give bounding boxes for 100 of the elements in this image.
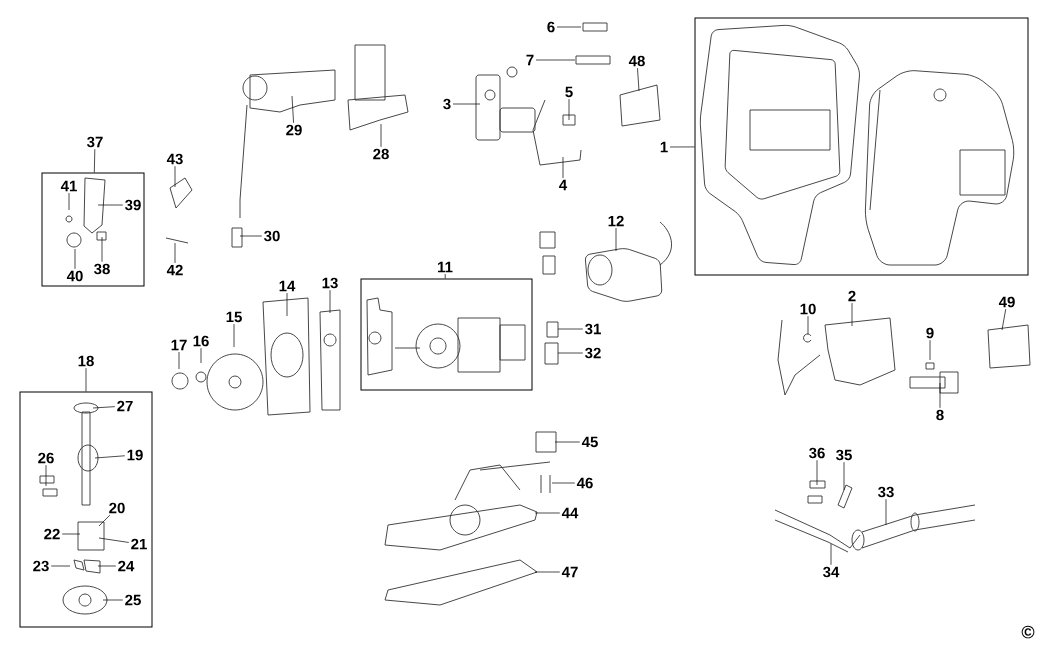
leader-line — [568, 98, 570, 121]
leader-line — [615, 227, 617, 252]
callout-number: 25 — [125, 594, 141, 606]
callout-number: 47 — [561, 566, 578, 578]
callout-number: 29 — [286, 124, 302, 136]
callout-number: 16 — [193, 335, 209, 347]
leader-line — [74, 248, 76, 270]
leader-line — [286, 292, 288, 317]
leader-line — [830, 543, 832, 566]
leader-line — [50, 565, 71, 567]
callout-number: 37 — [87, 136, 103, 148]
leader-line — [534, 512, 561, 514]
leader-line — [885, 498, 887, 526]
leader-line — [807, 315, 809, 335]
leader-line — [534, 571, 561, 573]
callout-number: 21 — [131, 538, 147, 550]
callout-number: 35 — [836, 449, 852, 461]
leader-line — [68, 192, 70, 211]
callout-number: 11 — [438, 261, 453, 273]
leader-line — [174, 165, 176, 188]
leader-line — [97, 204, 124, 206]
callout-number: 8 — [936, 409, 944, 421]
leader-line — [291, 95, 294, 124]
callout-number: 26 — [38, 452, 54, 464]
callout-number: 42 — [166, 264, 183, 276]
callout-number: 4 — [559, 179, 568, 191]
callout-number: 38 — [94, 263, 110, 275]
callout-number: 17 — [171, 339, 187, 351]
leader-line — [93, 148, 96, 173]
group-box — [694, 17, 1029, 276]
callout-number: 20 — [109, 502, 125, 514]
callout-number: 41 — [60, 180, 77, 192]
callout-number: 10 — [800, 303, 816, 315]
leader-line — [45, 464, 47, 487]
callout-number: 13 — [322, 277, 338, 289]
callout-number: 44 — [561, 507, 579, 519]
callout-number: 12 — [608, 215, 624, 227]
leader-line — [200, 347, 202, 364]
leader-line — [669, 146, 695, 148]
callout-number: 27 — [117, 400, 133, 412]
leader-line — [1001, 308, 1007, 331]
leader-line — [562, 156, 564, 179]
callout-number: 31 — [585, 323, 601, 335]
leader-line — [92, 406, 116, 409]
callout-number: 49 — [998, 296, 1015, 308]
callout-number: 48 — [628, 55, 645, 67]
callout-number: 34 — [823, 566, 840, 578]
leader-line — [939, 382, 941, 409]
callout-number: 24 — [118, 560, 135, 572]
leader-line — [551, 482, 576, 484]
leader-line — [239, 235, 263, 237]
copyright-mark: © — [1021, 625, 1035, 639]
callout-number: 22 — [44, 528, 60, 540]
callout-number: 30 — [264, 230, 280, 242]
leader-line — [233, 323, 235, 348]
callout-number: 45 — [581, 436, 598, 448]
callout-number: 32 — [585, 347, 601, 359]
leader-line — [557, 328, 584, 330]
callout-number: 28 — [373, 148, 389, 160]
group-box — [360, 278, 533, 391]
leader-line — [452, 103, 481, 105]
leader-line — [85, 367, 87, 392]
callout-number: 2 — [848, 290, 856, 302]
leader-line — [94, 455, 126, 459]
group-box — [19, 391, 153, 628]
leader-line — [535, 59, 576, 61]
group-box — [41, 172, 145, 287]
callout-number: 6 — [547, 21, 555, 33]
callout-number: 1 — [660, 141, 668, 153]
leader-line — [851, 302, 853, 327]
leader-line — [929, 339, 931, 361]
leader-line — [101, 236, 103, 263]
leader-line — [97, 565, 117, 567]
leader-line — [329, 289, 331, 314]
leader-line — [556, 26, 582, 28]
leader-line — [554, 441, 581, 443]
callout-number: 40 — [66, 270, 83, 282]
callout-number: 3 — [443, 98, 451, 110]
callout-number: 5 — [565, 86, 573, 98]
callout-number: 9 — [926, 327, 934, 339]
leader-line — [816, 459, 818, 486]
leader-line — [444, 273, 446, 279]
leader-line — [98, 514, 111, 527]
leader-line — [174, 242, 176, 264]
callout-number: 39 — [125, 199, 141, 211]
callout-number: 18 — [78, 355, 94, 367]
callout-number: 33 — [878, 486, 894, 498]
callout-number: 19 — [127, 449, 143, 461]
callout-number: 46 — [576, 477, 593, 489]
leader-line — [557, 352, 584, 354]
leader-line — [637, 67, 640, 92]
callout-number: 7 — [526, 54, 534, 66]
leader-line — [380, 123, 382, 148]
leader-line — [102, 599, 124, 601]
callout-number: 23 — [33, 560, 49, 572]
callout-number: 43 — [166, 153, 183, 165]
leader-line — [178, 351, 180, 370]
leader-line — [98, 537, 130, 543]
leader-line — [61, 533, 81, 535]
callout-number: 15 — [226, 311, 242, 323]
